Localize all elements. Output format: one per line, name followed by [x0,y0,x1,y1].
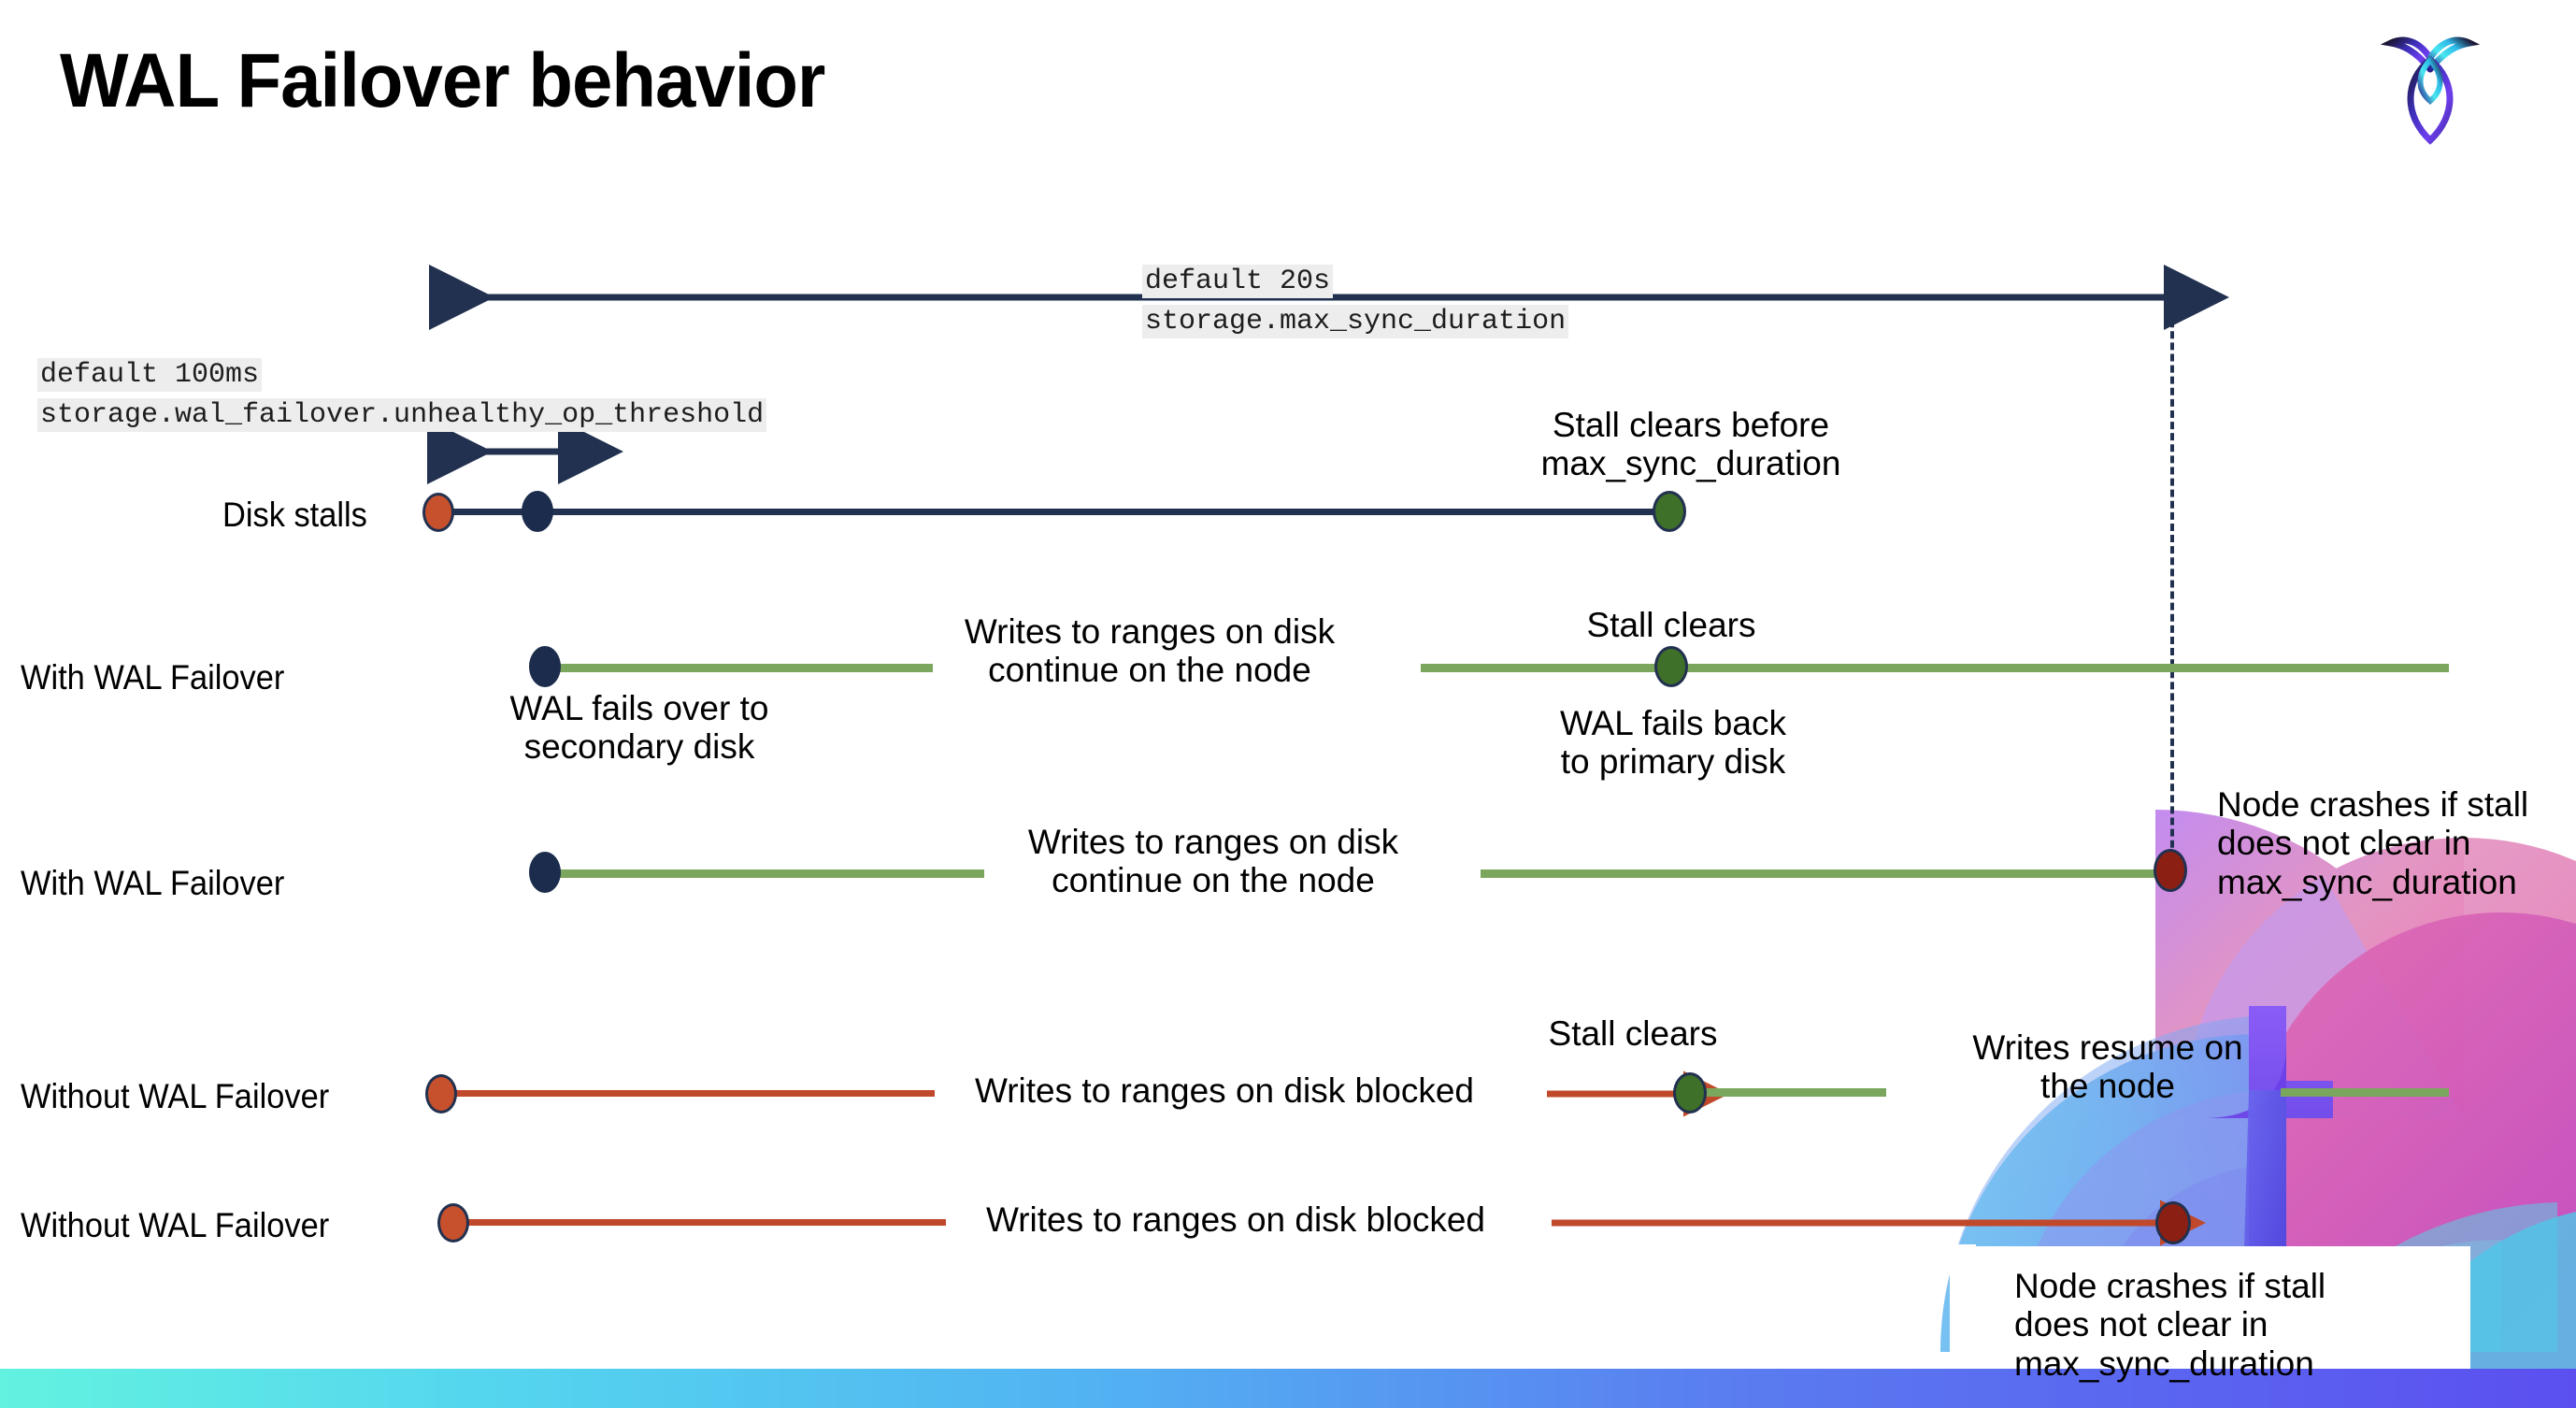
max-sync-duration-default-chip: default 20s [1142,265,1334,298]
page-title: WAL Failover behavior [60,38,825,123]
row-label-with-wal-failover-crashes: With WAL Failover [21,864,285,902]
bottom-gradient-band [0,1369,2576,1408]
without-failover-green-line-row4 [1703,1088,1886,1097]
max-sync-duration-name-chip: storage.max_sync_duration [1142,305,1569,338]
without-failover-red-line-row5 [460,1219,946,1226]
row-label-with-wal-failover-recovers: With WAL Failover [21,658,285,697]
row-label-disk-stalls: Disk stalls [222,496,367,534]
annotation-node-crashes-row5: Node crashes if stall does not clear in … [2014,1267,2326,1383]
annotation-wal-fails-back: WAL fails back to primary disk [1560,704,1786,782]
disk-stall-failover-dot [522,491,553,532]
with-failover-crash-green-left [540,869,984,878]
wal-stall-clears-dot [1654,646,1688,687]
max-sync-duration-dashed-connector [2170,297,2174,882]
unhealthy-op-threshold-default-chip: default 100ms [37,358,263,392]
annotation-stall-clears-row4: Stall clears [1548,1014,1718,1053]
annotation-writes-blocked-row5: Writes to ranges on disk blocked [985,1200,1486,1239]
with-failover-green-line-left [540,664,933,672]
without-failover-red-line-row4 [449,1090,935,1097]
disk-stall-clears-dot [1653,491,1686,532]
disk-stalls-timeline [439,509,1669,515]
row-label-without-wal-failover-crashes: Without WAL Failover [21,1206,330,1244]
cockroach-labs-logo-icon [2374,26,2486,148]
annotation-writes-resume-row4: Writes resume on the node [1972,1028,2243,1106]
with-failover-crash-green-right [1481,869,2172,878]
unhealthy-op-threshold-name-chip: storage.wal_failover.unhealthy_op_thresh… [37,398,767,432]
node-crash-dot-row5 [2155,1201,2191,1244]
annotation-writes-continue-row3: Writes to ranges on disk continue on the… [1027,823,1399,900]
without-failover-green-line-resume-row4 [2281,1088,2449,1097]
annotation-writes-blocked-row4: Writes to ranges on disk blocked [974,1071,1475,1110]
annotation-stall-clears-row2: Stall clears [1586,606,1756,644]
without-failover-start-dot-row4 [425,1074,457,1113]
callout-mask [1975,1246,2470,1377]
wal-failover-crash-start-dot [529,852,561,893]
annotation-node-crashes-row3: Node crashes if stall does not clear in … [2217,785,2529,901]
node-crash-dot-row3 [2154,849,2187,892]
annotation-writes-continue-row2: Writes to ranges on disk continue on the… [964,612,1336,690]
annotation-wal-fails-over: WAL fails over to secondary disk [509,689,769,767]
with-failover-green-line-right [1421,664,2449,672]
wal-failover-start-dot [529,646,561,687]
annotation-stall-clears-before: Stall clears before max_sync_duration [1540,406,1841,483]
disk-stall-start-dot [422,493,454,532]
row-label-without-wal-failover-recovers: Without WAL Failover [21,1077,330,1115]
without-failover-stall-clears-dot-row4 [1673,1072,1707,1113]
without-failover-start-dot-row5 [437,1203,469,1243]
